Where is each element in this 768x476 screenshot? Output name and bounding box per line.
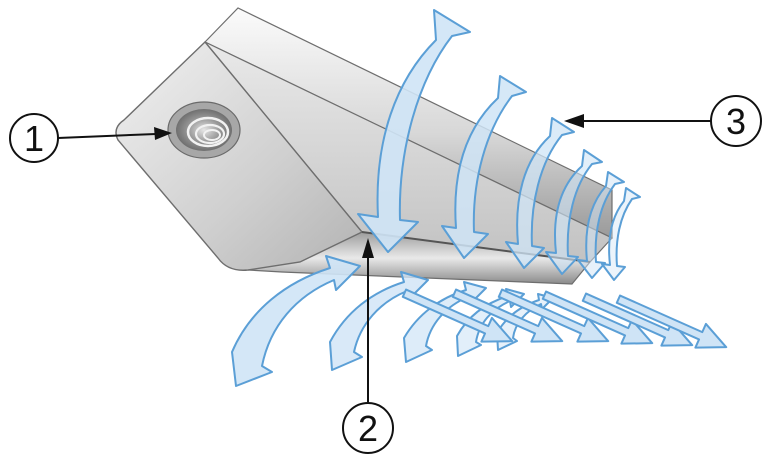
callout-1-number: 1 [24, 118, 44, 159]
air-jet-arrow-icon [231, 255, 361, 387]
air-jet-arrow-icon [329, 271, 429, 371]
callout-2-number: 2 [358, 408, 378, 449]
callout-1-circle [9, 113, 59, 163]
entrained-air-upper [357, 9, 641, 281]
air-jet-arrow-icon [441, 75, 527, 259]
threaded-inlet-icon [167, 101, 241, 159]
end-plate [115, 40, 364, 271]
callout-2-circle [342, 402, 394, 454]
callout-3-circle [710, 95, 762, 147]
callout-1-arrowhead [154, 127, 172, 140]
callout-3-arrowhead [564, 114, 584, 128]
callout-2-arrowhead [362, 238, 374, 258]
air-jet-arrow-icon [357, 9, 471, 253]
primary-air-jets [398, 280, 733, 361]
callout-2: 2 [342, 238, 394, 454]
air-jet-arrow-icon [545, 149, 603, 275]
air-jet-arrow-icon [601, 187, 641, 281]
callout-1-leader [57, 133, 157, 139]
air-knife-body [115, 7, 613, 285]
air-jet-arrow-icon [505, 117, 575, 269]
air-jet-arrow-icon [403, 281, 487, 363]
air-jet-arrow-icon [577, 171, 625, 279]
callout-3-number: 3 [726, 101, 746, 142]
callout-3: 3 [564, 95, 762, 147]
callout-1: 1 [9, 113, 172, 163]
